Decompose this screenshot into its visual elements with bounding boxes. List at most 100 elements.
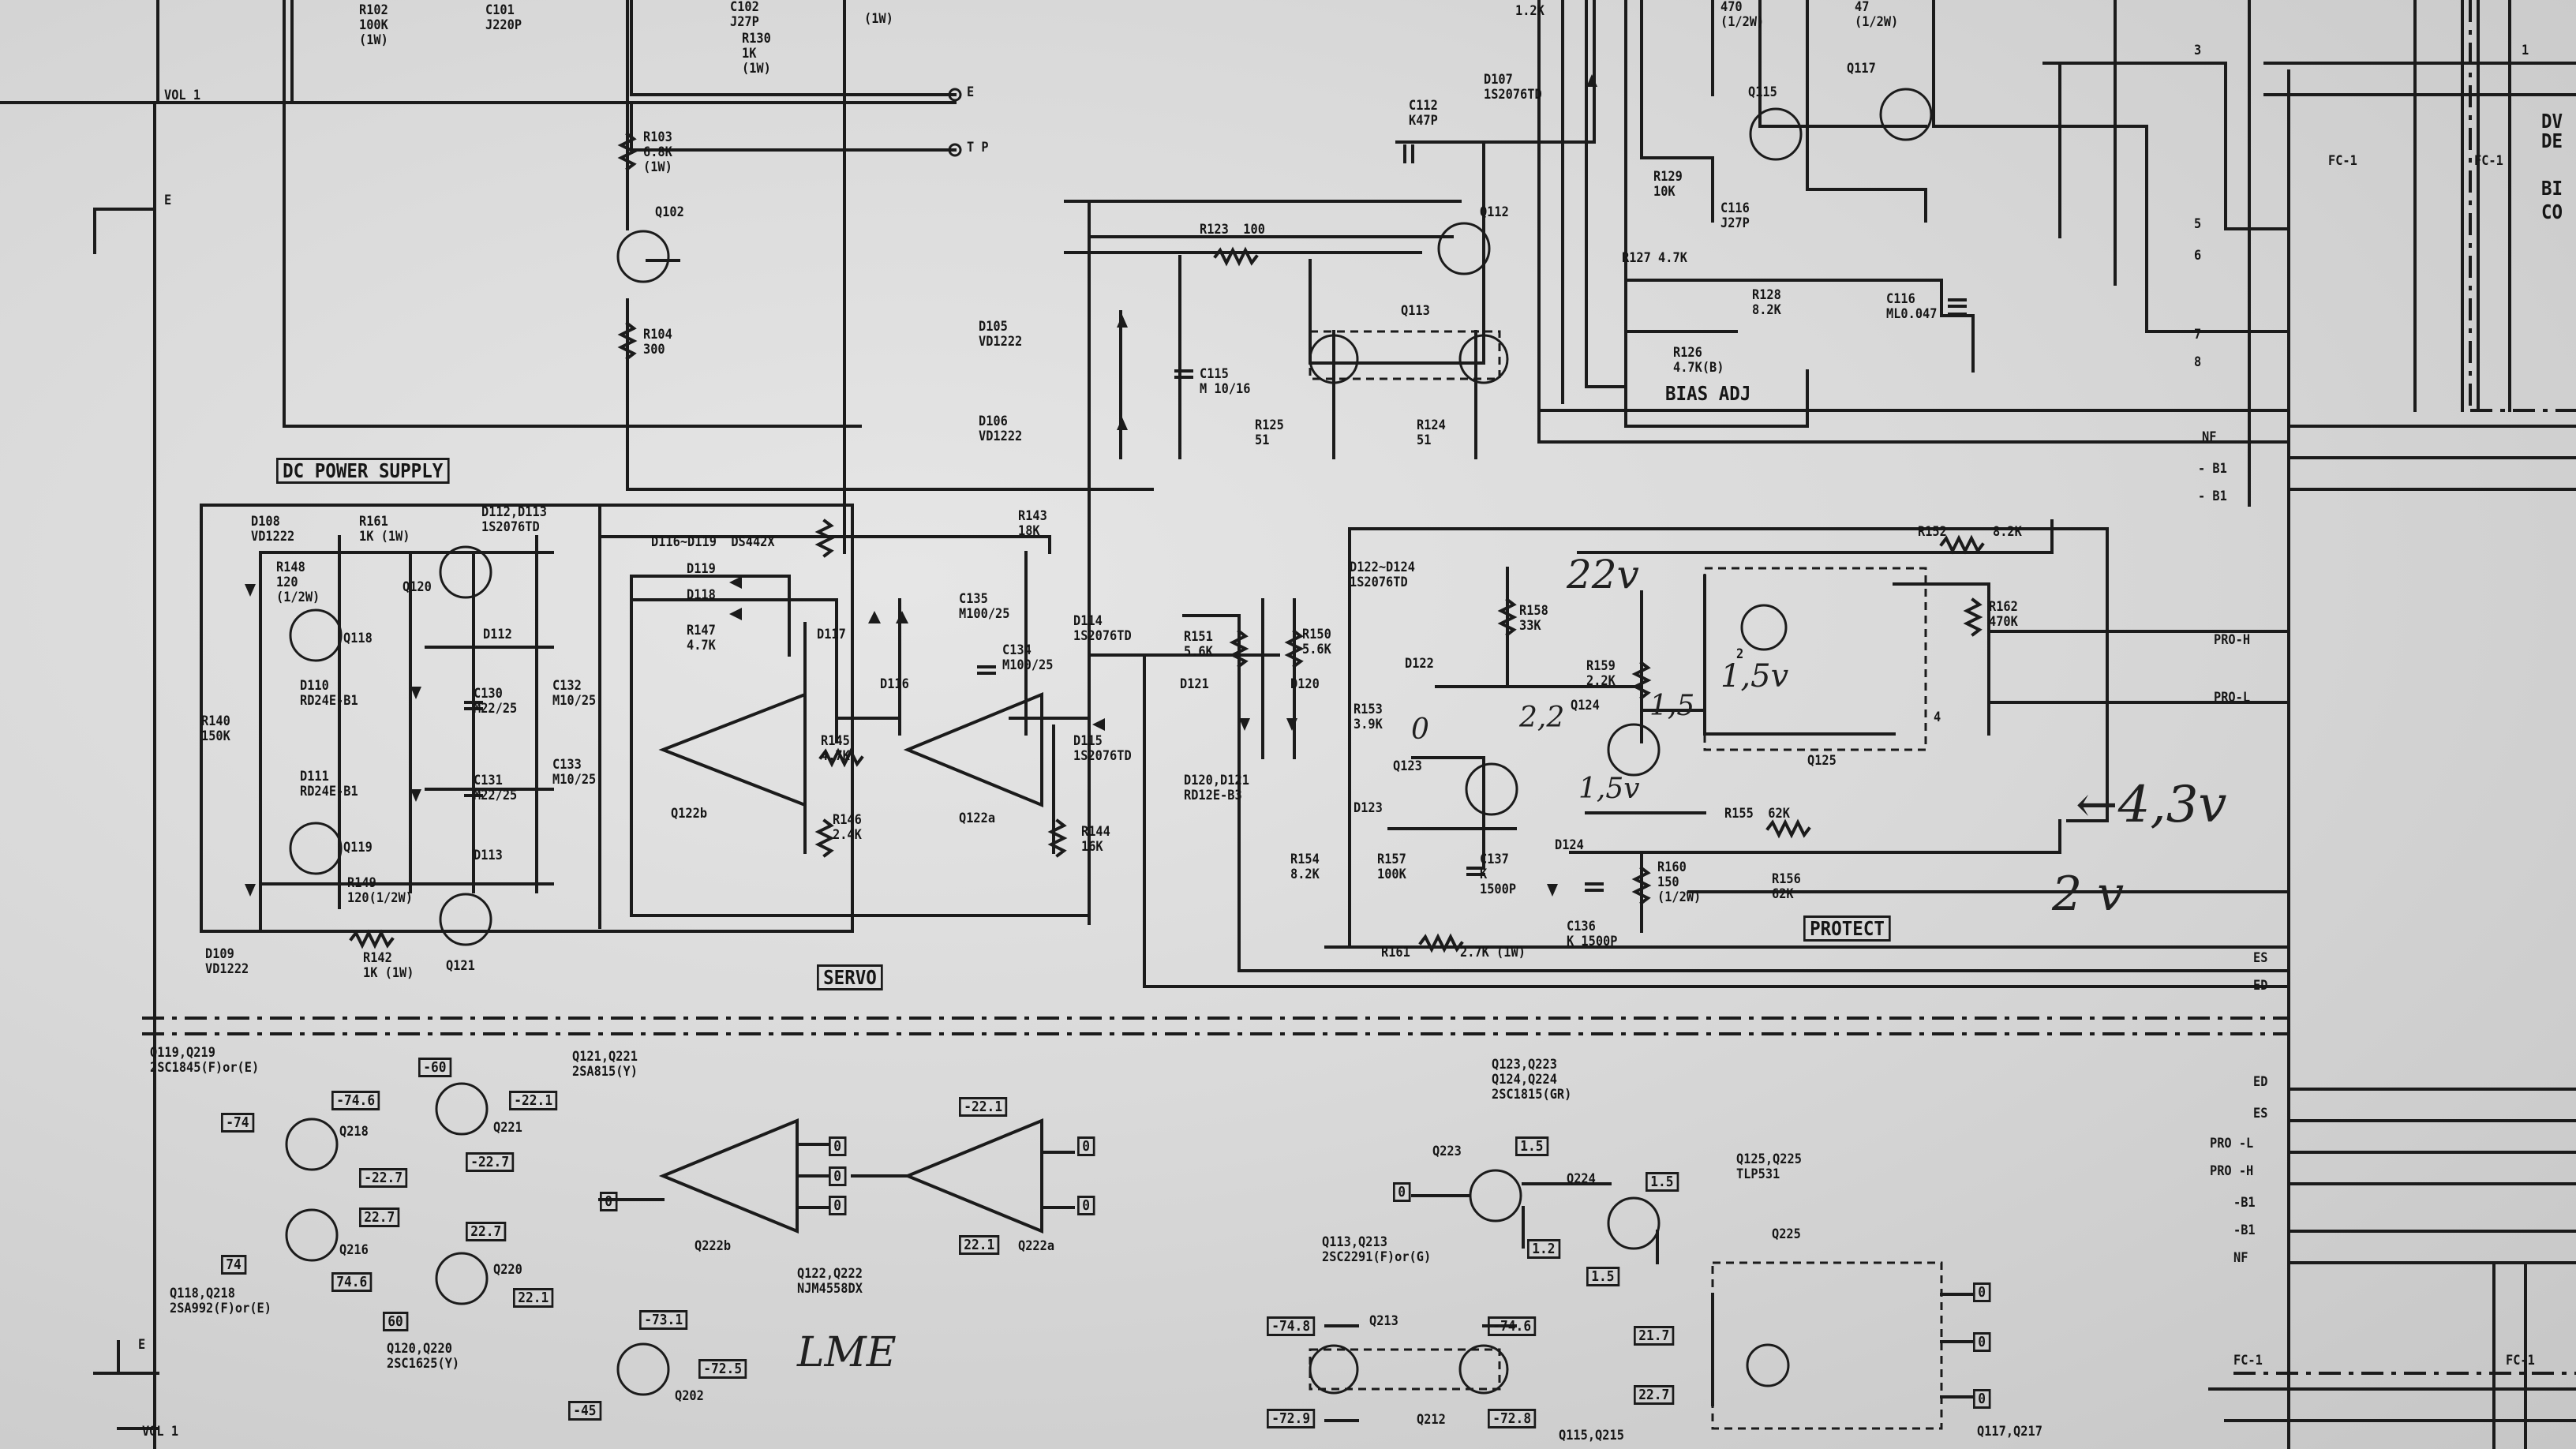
hand-22v: 22v bbox=[1567, 552, 1639, 597]
label-q102: Q102 bbox=[655, 204, 684, 220]
vbox-227: 22.7 bbox=[359, 1208, 400, 1227]
label-d112b: D112 bbox=[483, 627, 512, 642]
hand-43v: ←4,3v bbox=[2076, 776, 2227, 834]
vbox-m746b: -74.6 bbox=[1488, 1316, 1537, 1336]
ref-q212: Q212 bbox=[1417, 1412, 1446, 1428]
label-r102: R102 100K (1W) bbox=[359, 2, 388, 48]
label-r162: R162 470K bbox=[1989, 599, 2018, 630]
vbox-227c: 22.7 bbox=[466, 1222, 507, 1241]
vbox-60: 60 bbox=[383, 1312, 409, 1331]
vbox-m729: -72.9 bbox=[1267, 1409, 1316, 1428]
label-r158: R158 33K bbox=[1519, 603, 1548, 634]
label-r147: R147 4.7K bbox=[687, 623, 716, 653]
vbox-m221b: -22.1 bbox=[959, 1097, 1008, 1117]
label-c136: C136 K 1500P bbox=[1567, 919, 1618, 949]
vbox-227d: 22.7 bbox=[1634, 1385, 1675, 1405]
label-r140: R140 150K bbox=[201, 713, 230, 744]
note-q118-q218: Q118,Q218 2SA992(F)or(E) bbox=[170, 1286, 271, 1316]
net-fc1-a: FC-1 bbox=[2328, 153, 2357, 169]
vbox-m731: -73.1 bbox=[639, 1310, 688, 1330]
label-q122b: Q122b bbox=[671, 806, 708, 822]
label-q118: Q118 bbox=[343, 631, 373, 646]
label-q119: Q119 bbox=[343, 840, 373, 856]
label-c116: C116 ML0.047 bbox=[1886, 291, 1938, 322]
label-r129: R129 10K bbox=[1653, 169, 1683, 200]
pin-5: 5 bbox=[2194, 216, 2202, 232]
label-r157: R157 100K bbox=[1377, 852, 1406, 882]
label-r149: R149 120(1/2W) bbox=[347, 875, 413, 906]
label-d110: D110 RD24E-B1 bbox=[300, 678, 358, 709]
label-r124: R124 51 bbox=[1417, 417, 1446, 448]
label-r143: R143 18K bbox=[1018, 508, 1047, 539]
label-r152: R152 bbox=[1918, 524, 1947, 540]
label-r131: (1W) bbox=[864, 11, 893, 27]
label-c116a: C116 J27P bbox=[1720, 200, 1750, 231]
hand-22: 2,2 bbox=[1519, 702, 1565, 734]
label-d120b: D120,D121 RD12E-B3 bbox=[1184, 773, 1249, 803]
vbox-m227b: -22.7 bbox=[466, 1152, 515, 1172]
label-d121: D121 bbox=[1180, 676, 1209, 692]
pin-1: 1 bbox=[2522, 43, 2529, 58]
net-es2: ES bbox=[2253, 1106, 2268, 1121]
section-dc-power-supply: DC POWER SUPPLY bbox=[276, 458, 450, 484]
net-ed: ED bbox=[2253, 978, 2268, 994]
label-c101: C101 J220P bbox=[485, 2, 522, 33]
label-d109: D109 VD1222 bbox=[205, 946, 249, 977]
hand-lme: LME bbox=[797, 1329, 897, 1376]
label-d111: D111 RD24E-B1 bbox=[300, 769, 358, 799]
label-c115: C115 M 10/16 bbox=[1200, 366, 1251, 397]
net-tp: T P bbox=[967, 140, 989, 155]
vbox-15a: 1.5 bbox=[1515, 1136, 1548, 1156]
label-r123: R123 100 bbox=[1200, 222, 1265, 238]
note-q115-q215: Q115,Q215 bbox=[1559, 1428, 1624, 1443]
net-vol1-bottom: VOL 1 bbox=[142, 1424, 179, 1440]
label-r128: R128 8.2K bbox=[1752, 287, 1781, 318]
label-r155: R155 62K bbox=[1724, 806, 1790, 822]
section-servo: SERVO bbox=[817, 964, 883, 990]
label-q122a: Q122a bbox=[959, 811, 996, 826]
net-b1-a: - B1 bbox=[2198, 461, 2227, 477]
label-r127: R127 4.7K bbox=[1622, 250, 1687, 266]
label-d116: D116~D119 DS442X bbox=[651, 534, 775, 550]
label-c130: C130 M22/25 bbox=[474, 686, 518, 717]
label-d123: D123 bbox=[1354, 800, 1383, 816]
net-pro-h: PRO-H bbox=[2214, 632, 2251, 648]
vbox-12: 1.2 bbox=[1527, 1239, 1560, 1259]
pin-7: 7 bbox=[2194, 327, 2202, 343]
label-r105: 1.2K bbox=[1515, 3, 1544, 19]
label-d108: D108 VD1222 bbox=[251, 514, 295, 545]
vbox-0b: 0 bbox=[829, 1136, 847, 1156]
net-nf: NF bbox=[2202, 429, 2217, 445]
label-c133: C133 M10/25 bbox=[552, 757, 597, 788]
note-q123-q224: Q123,Q223 Q124,Q224 2SC1815(GR) bbox=[1492, 1057, 1572, 1103]
note-q113-q213: Q113,Q213 2SC2291(F)or(G) bbox=[1322, 1234, 1432, 1265]
net-de: DE bbox=[2541, 129, 2563, 152]
label-r130: R130 1K (1W) bbox=[742, 31, 771, 77]
net-e-top: E bbox=[967, 84, 975, 100]
ref-q202: Q202 bbox=[675, 1388, 704, 1404]
note-q120-q220: Q120,Q220 2SC1625(Y) bbox=[387, 1341, 460, 1372]
ref-q221: Q221 bbox=[493, 1120, 522, 1136]
net-b1-c: -B1 bbox=[2233, 1195, 2256, 1211]
label-d122b: D122 bbox=[1405, 656, 1434, 672]
net-pro-l: PRO-L bbox=[2214, 690, 2251, 706]
label-r150: R150 5.6K bbox=[1302, 627, 1331, 657]
ref-q222b: Q222b bbox=[695, 1238, 732, 1254]
hand-15: 1,5 bbox=[1649, 690, 1695, 722]
label-r151: R151 5.6K bbox=[1184, 629, 1213, 660]
vbox-74: 74 bbox=[221, 1255, 247, 1275]
label-r132: 470 (1/2W) bbox=[1720, 0, 1765, 30]
label-r104: R104 300 bbox=[643, 327, 672, 358]
label-r126: R126 4.7K(B) bbox=[1673, 345, 1724, 376]
net-vol1-top: VOL 1 bbox=[164, 88, 201, 103]
vbox-m725: -72.5 bbox=[698, 1359, 747, 1379]
ref-q216: Q216 bbox=[339, 1242, 369, 1258]
label-d113: D113 bbox=[474, 848, 503, 863]
vbox-m746: -74.6 bbox=[331, 1091, 380, 1110]
label-d119: D119 bbox=[687, 561, 716, 577]
ref-q220: Q220 bbox=[493, 1262, 522, 1278]
label-r148: R148 120 (1/2W) bbox=[276, 560, 320, 605]
hand-0: 0 bbox=[1411, 713, 1429, 746]
label-d112: D112,D113 1S2076TD bbox=[481, 504, 547, 535]
